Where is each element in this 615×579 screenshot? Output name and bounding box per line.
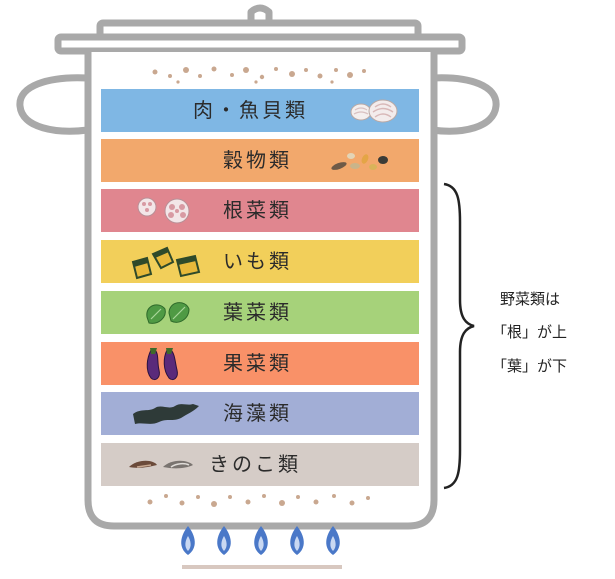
flame-icon [254, 526, 268, 555]
layer-label: 穀物類 [223, 148, 292, 172]
mushroom-slices-icon [129, 460, 193, 469]
pot-handle-right [431, 74, 500, 135]
layer-label: 肉・魚貝類 [193, 98, 308, 122]
pot-handle-left [16, 74, 89, 135]
bubbles-top [152, 66, 366, 84]
flame-icon [326, 526, 340, 555]
layer-leafy-veg: 葉菜類 [101, 291, 419, 334]
eggplant-icon [146, 348, 178, 381]
flame-icon [181, 526, 195, 555]
layer-label: 葉菜類 [223, 300, 292, 324]
bubbles-bottom [147, 494, 370, 507]
layer-label: きのこ類 [209, 452, 301, 476]
layer-mushrooms: きのこ類 [101, 443, 419, 486]
note-line-3: 「葉」が下 [492, 357, 568, 375]
pot-lid [54, 19, 466, 55]
layer-grains: 穀物類 [101, 139, 419, 182]
layer-label: 果菜類 [223, 351, 292, 375]
layer-seaweed: 海藻類 [101, 392, 419, 435]
pumpkin-pieces-icon [131, 246, 201, 280]
burner-plate [182, 565, 342, 569]
leafy-greens-icon [146, 302, 190, 324]
layer-meat-fish: 肉・魚貝類 [101, 89, 419, 132]
note-line-2: 「根」が上 [492, 323, 568, 341]
layer-root-veg: 根菜類 [101, 189, 419, 232]
lotus-root-icon [137, 197, 190, 224]
flame-icon [290, 526, 304, 555]
layer-label: 根菜類 [223, 198, 292, 222]
seaweed-icon [133, 404, 199, 424]
note-line-1: 野菜類は [500, 290, 561, 308]
layer-label: 海藻類 [223, 401, 292, 425]
flame-icon [217, 526, 231, 555]
grain-seeds-icon [331, 153, 388, 170]
layer-fruit-veg: 果菜類 [101, 342, 419, 385]
layer-tubers: いも類 [101, 240, 419, 283]
curly-brace [443, 182, 475, 490]
pot-lid-knob [247, 4, 273, 24]
layer-label: いも類 [223, 249, 292, 273]
burner-flames [181, 526, 340, 555]
clam-shell-icon [350, 99, 398, 123]
